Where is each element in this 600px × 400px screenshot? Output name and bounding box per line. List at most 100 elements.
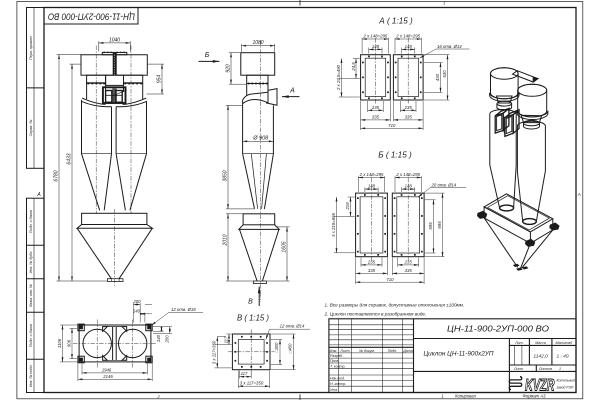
svg-text:2. Циклон поставляется в разо: 2. Циклон поставляется в разобранном вид… bbox=[324, 311, 427, 316]
svg-text:595: 595 bbox=[428, 222, 433, 230]
svg-text:1: 1 bbox=[441, 393, 443, 398]
svg-text:Копировал: Копировал bbox=[455, 394, 476, 399]
svg-text:2: 2 bbox=[157, 394, 161, 399]
svg-text:Масштаб: Масштаб bbox=[556, 341, 574, 345]
svg-text:1106: 1106 bbox=[57, 338, 62, 348]
svg-text:Т. контр.: Т. контр. bbox=[330, 365, 346, 369]
svg-text:148: 148 bbox=[405, 184, 413, 189]
svg-text:430: 430 bbox=[435, 73, 440, 81]
svg-text:117: 117 bbox=[223, 336, 228, 343]
svg-text:Утв.: Утв. bbox=[330, 388, 338, 392]
svg-text:335: 335 bbox=[405, 268, 413, 273]
svg-text:3 x 117=350: 3 x 117=350 bbox=[240, 381, 264, 386]
svg-text:Лит.: Лит. bbox=[514, 341, 523, 345]
svg-text:Взам. инв. №: Взам. инв. № bbox=[29, 284, 33, 307]
svg-text:Инв. № подл.: Инв. № подл. bbox=[29, 364, 33, 387]
svg-text:Лист: Лист bbox=[513, 367, 523, 371]
svg-text:200: 200 bbox=[164, 335, 169, 344]
svg-text:Масса: Масса bbox=[535, 341, 546, 345]
svg-text:Циклон ЦН-11-900х2УП: Циклон ЦН-11-900х2УП bbox=[424, 351, 494, 358]
svg-text:140: 140 bbox=[133, 308, 141, 313]
svg-text:KVZR: KVZR bbox=[525, 377, 555, 395]
svg-text:954: 954 bbox=[157, 75, 163, 84]
svg-text:ЦН-11-900-2УП-000 ВО: ЦН-11-900-2УП-000 ВО bbox=[47, 10, 135, 21]
svg-text:Формат А3: Формат А3 bbox=[523, 394, 547, 399]
svg-text:140: 140 bbox=[156, 334, 161, 342]
svg-text:1040: 1040 bbox=[109, 38, 120, 44]
svg-text:Б ( 1:15 ): Б ( 1:15 ) bbox=[378, 150, 412, 159]
svg-text:□400: □400 bbox=[288, 343, 293, 353]
svg-text:148: 148 bbox=[372, 44, 380, 49]
svg-text:Изм.: Изм. bbox=[330, 349, 338, 353]
svg-text:20 отв. Ø14: 20 отв. Ø14 bbox=[431, 182, 457, 187]
svg-text:1. Все размеры для справок, д: 1. Все размеры для справок, допустимые о… bbox=[325, 302, 465, 307]
svg-text:Подп. и дата: Подп. и дата bbox=[29, 324, 33, 347]
svg-text:А ( 1:15 ): А ( 1:15 ) bbox=[378, 16, 413, 25]
svg-text:3 x 218=655: 3 x 218=655 bbox=[331, 213, 336, 237]
svg-text:235: 235 bbox=[367, 260, 376, 265]
svg-text:218: 218 bbox=[345, 202, 350, 211]
svg-text:148: 148 bbox=[405, 44, 413, 49]
svg-text:Ø 908: Ø 908 bbox=[252, 136, 269, 142]
svg-text:1605: 1605 bbox=[282, 241, 288, 252]
svg-text:Листов: Листов bbox=[538, 367, 552, 371]
svg-text:В ( 1:15 ): В ( 1:15 ) bbox=[237, 314, 269, 323]
svg-text:710: 710 bbox=[386, 277, 394, 282]
svg-text:Дата: Дата bbox=[402, 349, 412, 353]
svg-text:12 отв. Ø14: 12 отв. Ø14 bbox=[280, 323, 305, 328]
svg-text:1946: 1946 bbox=[102, 368, 112, 373]
svg-text:Разраб.: Разраб. bbox=[330, 354, 343, 358]
svg-text:335: 335 bbox=[405, 115, 413, 120]
svg-text:Справ. №: Справ. № bbox=[29, 120, 33, 137]
svg-text:Котельный: Котельный bbox=[557, 379, 576, 383]
svg-text:А: А bbox=[577, 192, 581, 197]
svg-text:335: 335 bbox=[372, 115, 380, 120]
svg-text:235: 235 bbox=[404, 260, 413, 265]
svg-text:Нач.отд.: Нач.отд. bbox=[330, 377, 345, 381]
svg-text:12 отв. Ø18: 12 отв. Ø18 bbox=[171, 307, 196, 312]
svg-text:Подп.: Подп. bbox=[388, 349, 398, 353]
svg-text:3 x 117=350: 3 x 117=350 bbox=[212, 340, 217, 364]
svg-text:Подп. и дата: Подп. и дата bbox=[29, 210, 33, 233]
svg-text:1080: 1080 bbox=[252, 40, 263, 46]
svg-text:№ докум.: № докум. bbox=[359, 349, 375, 353]
svg-text:1142,0: 1142,0 bbox=[533, 354, 548, 360]
svg-text:16 отв. Ø14: 16 отв. Ø14 bbox=[437, 44, 462, 49]
svg-text:завод РЭП: завод РЭП bbox=[556, 386, 574, 390]
svg-text:1: 1 bbox=[443, 1, 445, 6]
svg-text:3850: 3850 bbox=[223, 170, 229, 181]
svg-text:Пров.: Пров. bbox=[330, 359, 339, 363]
svg-text:2 x 148=295: 2 x 148=295 bbox=[395, 172, 420, 177]
svg-text:6433: 6433 bbox=[67, 153, 73, 164]
svg-text:530: 530 bbox=[442, 70, 447, 78]
svg-text:2 x 148=295: 2 x 148=295 bbox=[363, 34, 388, 39]
svg-text:Лист: Лист bbox=[339, 349, 349, 353]
svg-text:235: 235 bbox=[371, 105, 380, 110]
svg-text:Инв. № дубл.: Инв. № дубл. bbox=[29, 251, 33, 274]
svg-text:2010: 2010 bbox=[223, 234, 229, 246]
svg-text:148: 148 bbox=[368, 184, 376, 189]
svg-text:2 x 148=295: 2 x 148=295 bbox=[359, 172, 384, 177]
svg-text:117: 117 bbox=[241, 371, 248, 376]
svg-text:695: 695 bbox=[437, 221, 442, 229]
svg-text:Н. контр.: Н. контр. bbox=[330, 382, 346, 386]
svg-text:335: 335 bbox=[368, 268, 376, 273]
svg-text:А: А bbox=[289, 88, 295, 95]
svg-text:2146: 2146 bbox=[102, 374, 113, 379]
svg-text:2 x 148=295: 2 x 148=295 bbox=[395, 34, 420, 39]
svg-text:920: 920 bbox=[226, 64, 232, 73]
svg-text:□300: □300 bbox=[274, 342, 279, 352]
svg-text:710: 710 bbox=[388, 123, 396, 128]
svg-text:906: 906 bbox=[67, 339, 72, 347]
svg-text:235: 235 bbox=[404, 105, 413, 110]
svg-text:1: 1 bbox=[559, 367, 561, 371]
svg-text:6780: 6780 bbox=[54, 170, 60, 181]
svg-text:Б: Б bbox=[205, 52, 210, 59]
svg-text:2 x 24,5=490: 2 x 24,5=490 bbox=[336, 64, 341, 91]
svg-text:В: В bbox=[248, 299, 253, 306]
svg-text:А: А bbox=[36, 192, 41, 198]
svg-text:1 : 40: 1 : 40 bbox=[556, 354, 568, 360]
svg-text:Перв. примен.: Перв. примен. bbox=[29, 35, 33, 60]
svg-text:24,5: 24,5 bbox=[351, 62, 356, 72]
svg-text:ЦН-11-900-2УП-000 ВО: ЦН-11-900-2УП-000 ВО bbox=[447, 324, 550, 334]
